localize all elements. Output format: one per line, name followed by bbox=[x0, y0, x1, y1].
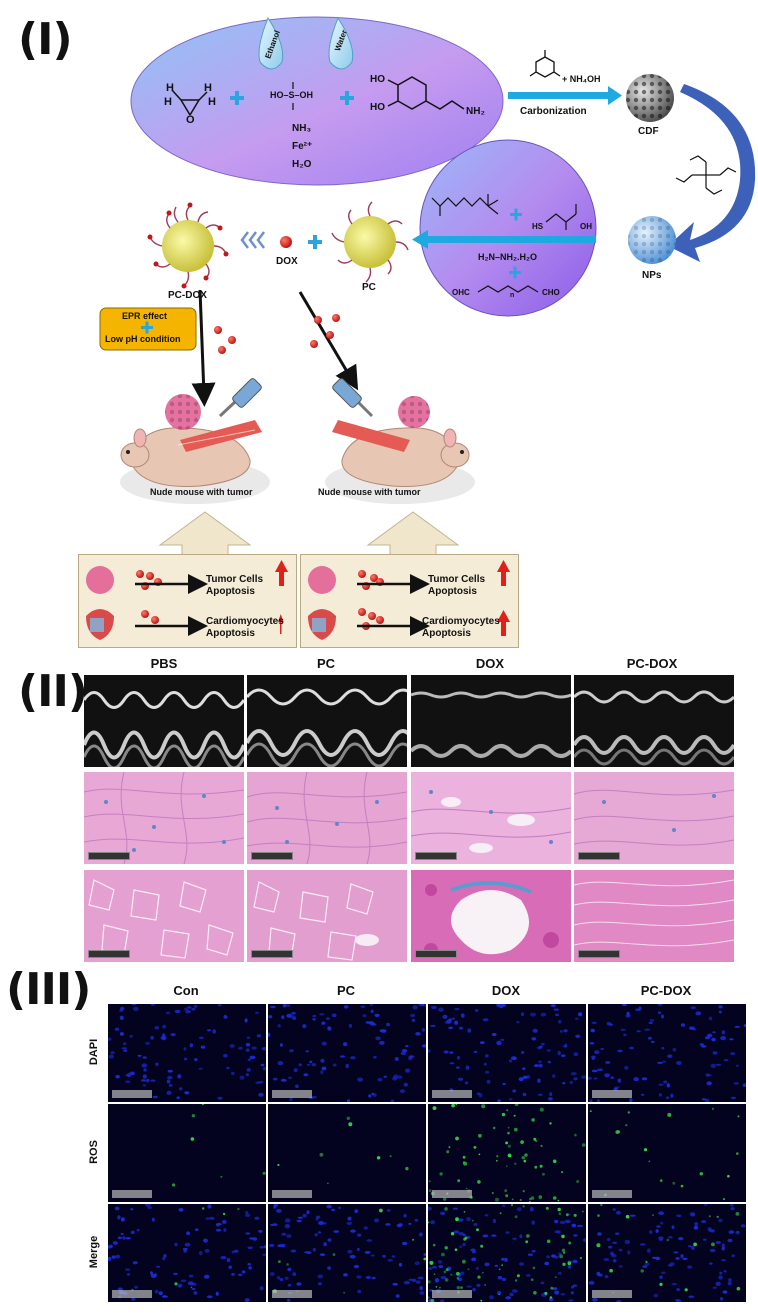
catechol-ho1: HO bbox=[370, 74, 385, 85]
hydrazine-label: H₂N–NH₂.H₂O bbox=[478, 252, 538, 262]
p2-col-pc: PC bbox=[316, 656, 336, 671]
right-tumor-line1: Tumor Cells bbox=[428, 574, 486, 585]
echo-dox bbox=[411, 675, 571, 767]
fluor-merge-pcdox bbox=[588, 1204, 746, 1302]
fluor-dapi-dox bbox=[428, 1004, 586, 1102]
scale-bar bbox=[112, 1090, 152, 1098]
outcome-graphics bbox=[86, 560, 510, 640]
right-cardio-line1: Cardiomyocytes bbox=[422, 616, 500, 627]
fluor-ros-pcdox bbox=[588, 1104, 746, 1202]
histo1-pcdox bbox=[574, 772, 734, 864]
nh3-label: NH₃ bbox=[292, 123, 312, 134]
scale-bar bbox=[432, 1290, 472, 1298]
catechol-ho2: HO bbox=[370, 102, 385, 113]
left-tumor-line1: Tumor Cells bbox=[206, 574, 264, 585]
p3-row-ros: ROS bbox=[88, 1140, 100, 1164]
fluor-merge-pc bbox=[268, 1204, 426, 1302]
epr-label: EPR effect bbox=[122, 311, 168, 321]
sulfuric-acid: HO–S–OH bbox=[270, 90, 314, 100]
epoxide-o: O bbox=[186, 114, 195, 126]
epoxide-h2: H bbox=[204, 82, 212, 94]
fluor-ros-pc bbox=[268, 1104, 426, 1202]
outcome-box-right bbox=[300, 554, 519, 648]
fe-label: Fe²⁺ bbox=[292, 141, 313, 152]
aldehyde-ohc: OHC bbox=[452, 288, 470, 297]
fluor-ros-con bbox=[108, 1104, 266, 1202]
histo2-dox bbox=[411, 870, 571, 962]
p3-col-pc: PC bbox=[336, 983, 356, 998]
left-cardio-line2: Apoptosis bbox=[206, 628, 255, 639]
scale-bar bbox=[432, 1090, 472, 1098]
p3-row-merge: Merge bbox=[88, 1235, 100, 1269]
scale-bar bbox=[432, 1190, 472, 1198]
fluor-dapi-con bbox=[108, 1004, 266, 1102]
mouse-left-label: Nude mouse with tumor bbox=[150, 487, 253, 497]
scale-bar bbox=[112, 1290, 152, 1298]
pcdox-label: PC-DOX bbox=[168, 290, 207, 301]
p3-col-con: Con bbox=[173, 983, 199, 998]
echo-pc bbox=[247, 675, 407, 767]
p3-row-dapi: DAPI bbox=[88, 1038, 100, 1066]
thiol-hs: HS bbox=[532, 222, 544, 231]
carbonization-label: Carbonization bbox=[520, 106, 587, 117]
thiol-oh: OH bbox=[580, 222, 592, 231]
histo1-dox bbox=[411, 772, 571, 864]
scale-bar bbox=[592, 1190, 632, 1198]
histo2-pc bbox=[247, 870, 407, 962]
right-tumor-line2: Apoptosis bbox=[428, 586, 477, 597]
panel-label-2: (II) bbox=[18, 666, 88, 717]
scale-bar bbox=[112, 1190, 152, 1198]
nh4oh-label: + NH₄OH bbox=[562, 74, 601, 84]
p3-col-pcdox: PC-DOX bbox=[640, 983, 692, 998]
dox-label: DOX bbox=[276, 256, 298, 267]
outcome-box-left bbox=[78, 554, 297, 648]
h2o-label: H₂O bbox=[292, 159, 312, 170]
mouse-right-label: Nude mouse with tumor bbox=[318, 487, 421, 497]
p2-col-pcdox: PC-DOX bbox=[626, 656, 678, 671]
aldehyde-cho: CHO bbox=[542, 288, 560, 297]
nps-label: NPs bbox=[642, 270, 662, 281]
left-cardio-line1: Cardiomyocytes bbox=[206, 616, 284, 627]
left-tumor-line2: Apoptosis bbox=[206, 586, 255, 597]
right-cardio-line2: Apoptosis bbox=[422, 628, 471, 639]
synthesis-scheme bbox=[99, 16, 756, 556]
fluor-dapi-pcdox bbox=[588, 1004, 746, 1102]
p3-col-dox: DOX bbox=[491, 983, 521, 998]
fluor-ros-dox bbox=[428, 1104, 586, 1202]
fluor-dapi-pc bbox=[268, 1004, 426, 1102]
p2-col-pbs: PBS bbox=[150, 656, 178, 671]
histo2-pbs bbox=[84, 870, 244, 962]
echo-pcdox bbox=[574, 675, 734, 767]
histo1-pbs bbox=[84, 772, 244, 864]
scale-bar bbox=[272, 1090, 312, 1098]
fluor-merge-con bbox=[108, 1204, 266, 1302]
panel-label-3: (III) bbox=[6, 964, 91, 1015]
amine-label: NH₂ bbox=[466, 106, 485, 117]
epoxide-h4: H bbox=[208, 96, 216, 108]
pc-label: PC bbox=[362, 282, 376, 293]
epoxide-h3: H bbox=[164, 96, 172, 108]
p2-col-dox: DOX bbox=[475, 656, 505, 671]
epoxide-h1: H bbox=[166, 82, 174, 94]
cdf-label: CDF bbox=[638, 126, 659, 137]
panel-label-1: (I) bbox=[18, 14, 73, 65]
scale-bar bbox=[592, 1290, 632, 1298]
aldehyde-n: n bbox=[510, 292, 515, 299]
histo1-pc bbox=[247, 772, 407, 864]
scale-bar bbox=[272, 1190, 312, 1198]
scale-bar bbox=[272, 1290, 312, 1298]
histo2-pcdox bbox=[574, 870, 734, 962]
echo-pbs bbox=[84, 675, 244, 767]
lowph-label: Low pH condition bbox=[105, 334, 181, 344]
scale-bar bbox=[592, 1090, 632, 1098]
fluor-merge-dox bbox=[428, 1204, 586, 1302]
